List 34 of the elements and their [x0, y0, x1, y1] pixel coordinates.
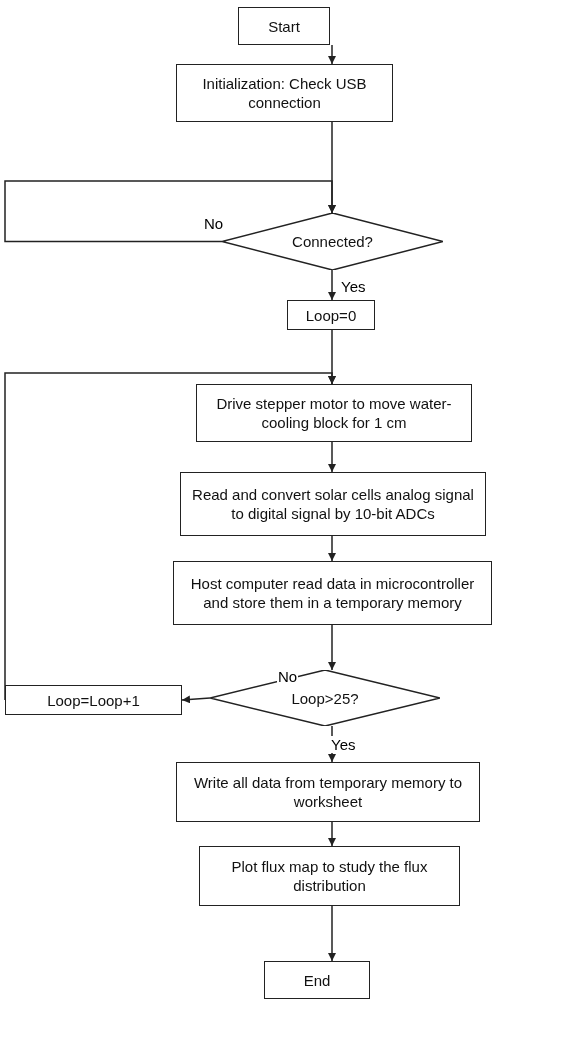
process-box: [176, 64, 393, 122]
decision-diamond: [210, 670, 440, 726]
step-text: Loop>25?: [290, 688, 360, 708]
arrow: [328, 535, 336, 562]
process-box: [196, 384, 472, 442]
arrow: [328, 44, 336, 65]
step-text: Read and convert solar cells analog signal to digital signal by 10-bit ADCs: [191, 485, 475, 523]
step-text: Loop=0: [304, 305, 358, 325]
step-text: Host computer read data in microcontroller and store them in a temporary memory: [189, 574, 476, 612]
arrow: [181, 695, 211, 704]
process-box: [287, 300, 375, 330]
step-text: Loop=Loop+1: [46, 690, 141, 710]
edge-label: Yes: [330, 736, 357, 753]
step-text: Drive stepper motor to move water-cooling block for 1 cm: [215, 394, 453, 432]
arrow: [328, 624, 336, 671]
step-text: Start: [267, 16, 301, 36]
process-box: [5, 685, 182, 715]
step-text: End: [302, 970, 332, 990]
terminal-box: [264, 961, 370, 999]
terminal-box: [238, 7, 330, 45]
process-box: [173, 561, 492, 625]
decision-diamond: [222, 213, 443, 270]
step-text: Write all data from temporary memory to worksheet: [192, 773, 464, 811]
arrow: [328, 441, 336, 473]
arrow: [328, 269, 336, 301]
arrow: [328, 821, 336, 847]
process-box: [199, 846, 460, 906]
step-text: Plot flux map to study the flux distribution: [230, 857, 429, 895]
arrow: [328, 905, 336, 962]
process-box: [176, 762, 480, 822]
process-box: [180, 472, 486, 536]
step-text: Initialization: Check USB connection: [201, 74, 368, 112]
step-text: Connected?: [291, 232, 374, 251]
arrow: [4, 180, 336, 243]
